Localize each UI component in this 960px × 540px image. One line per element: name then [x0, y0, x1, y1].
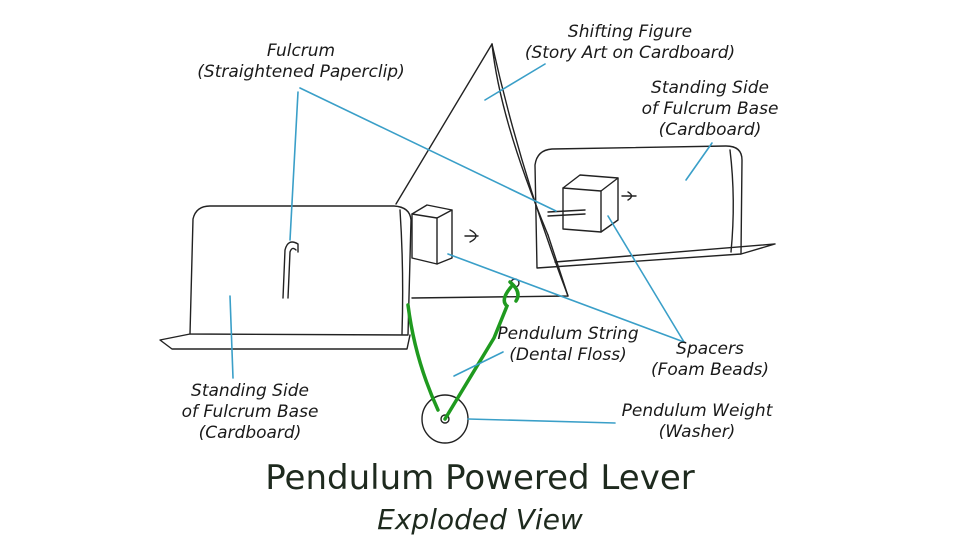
- diagram-subtitle: Exploded View: [377, 503, 583, 536]
- standing-side-left-label: Standing Side of Fulcrum Base (Cardboard…: [181, 381, 319, 443]
- spacers-label: Spacers (Foam Beads): [650, 339, 769, 380]
- right-paperclip: [547, 209, 586, 213]
- shifting-figure-label: Shifting Figure (Story Art on Cardboard): [524, 22, 736, 63]
- pendulum-string-label: Pendulum String (Dental Floss): [497, 324, 639, 365]
- leader-lines: [229, 63, 713, 424]
- left-cardboard-base: [159, 205, 412, 350]
- pendulum-string: [406, 280, 520, 421]
- pendulum-weight-label: Pendulum Weight (Washer): [621, 401, 773, 442]
- fulcrum-label: Fulcrum (Straightened Paperclip): [197, 41, 405, 82]
- standing-side-right-label: Standing Side of Fulcrum Base (Cardboard…: [641, 78, 779, 140]
- right-spacer: [562, 174, 637, 233]
- shifting-figure-triangle: [395, 43, 569, 299]
- diagram-title: Pendulum Powered Lever: [265, 458, 695, 498]
- left-spacer: [411, 204, 479, 265]
